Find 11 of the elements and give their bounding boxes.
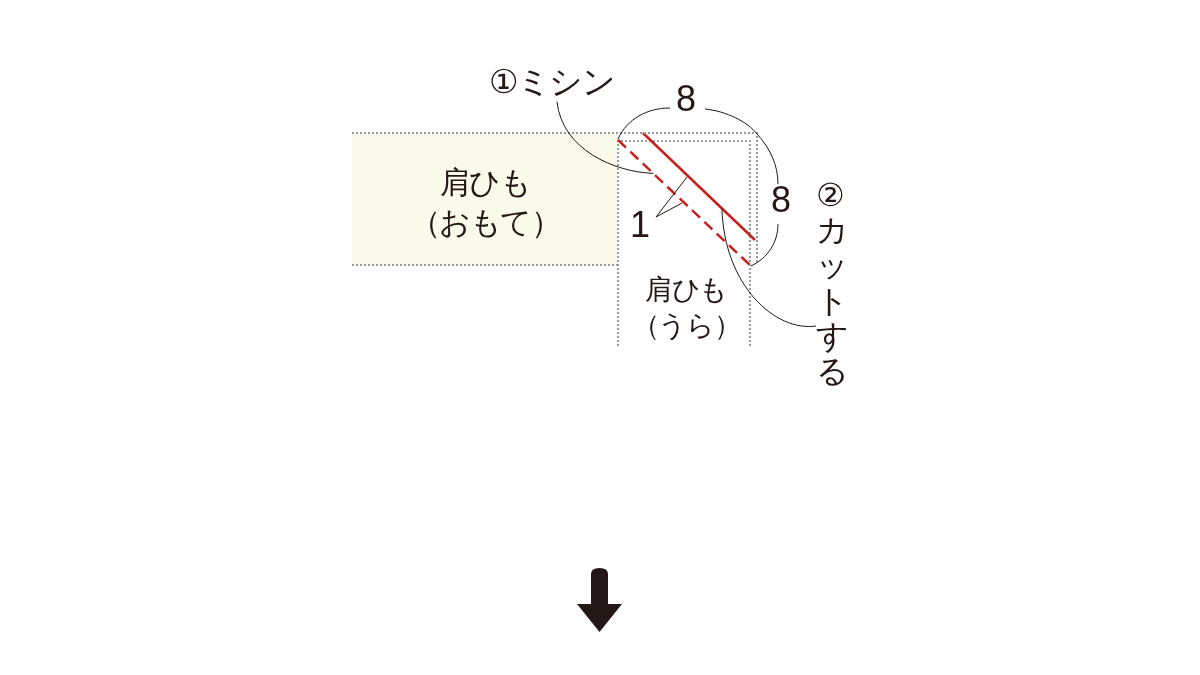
dimension-label: 8 — [771, 182, 791, 218]
part-label: 肩ひも（うら） — [631, 272, 741, 344]
callout-label: ②カットする — [816, 178, 848, 390]
fabric-strap — [617, 140, 751, 346]
part-label: 肩ひも（おもて） — [409, 163, 561, 242]
leader-line — [556, 101, 654, 174]
dimension-label: 8 — [676, 81, 696, 117]
dimension-label: 1 — [630, 207, 650, 243]
callout-label: ①ミシン — [489, 62, 614, 102]
leader-line — [721, 207, 817, 327]
fabric-strap — [352, 132, 618, 266]
